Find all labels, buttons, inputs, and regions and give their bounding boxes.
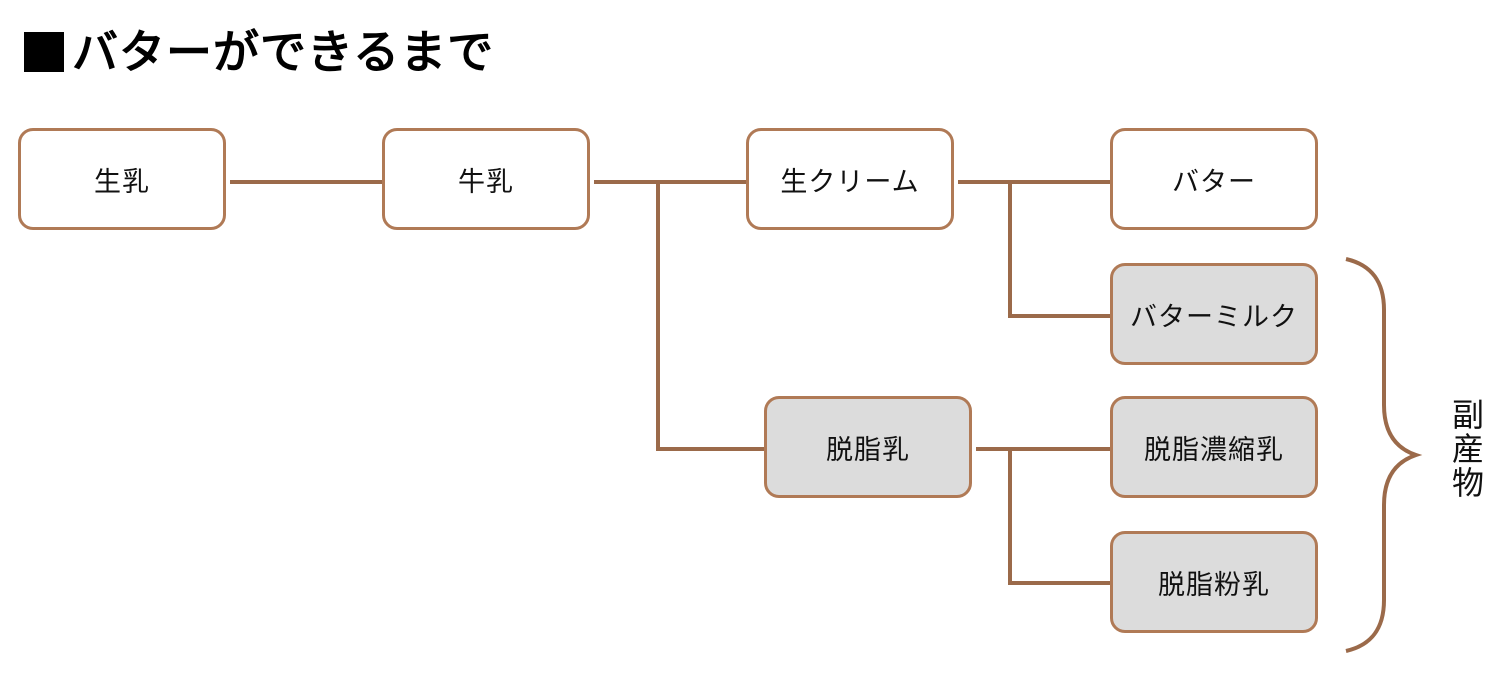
node-buttermilk: バターミルク (1110, 263, 1318, 365)
connector-skim-milk-to-powder (1008, 449, 1110, 585)
node-condensed-skim-milk: 脱脂濃縮乳 (1110, 396, 1318, 498)
node-raw-milk: 生乳 (18, 128, 226, 230)
connector-milk-to-skim-milk (656, 182, 764, 451)
node-skim-milk-powder: 脱脂粉乳 (1110, 531, 1318, 633)
node-skim-milk: 脱脂乳 (764, 396, 972, 498)
node-butter: バター (1110, 128, 1318, 230)
byproducts-label: 副産物 (1447, 398, 1485, 500)
connector-fresh-cream-to-buttermilk (1008, 182, 1110, 318)
node-fresh-cream: 生クリーム (746, 128, 954, 230)
byproducts-brace (1345, 257, 1423, 653)
square-bullet-icon (24, 32, 64, 72)
page-title-text: バターができるまで (72, 25, 495, 79)
page-title: バターができるまで (24, 22, 494, 82)
node-milk: 牛乳 (382, 128, 590, 230)
